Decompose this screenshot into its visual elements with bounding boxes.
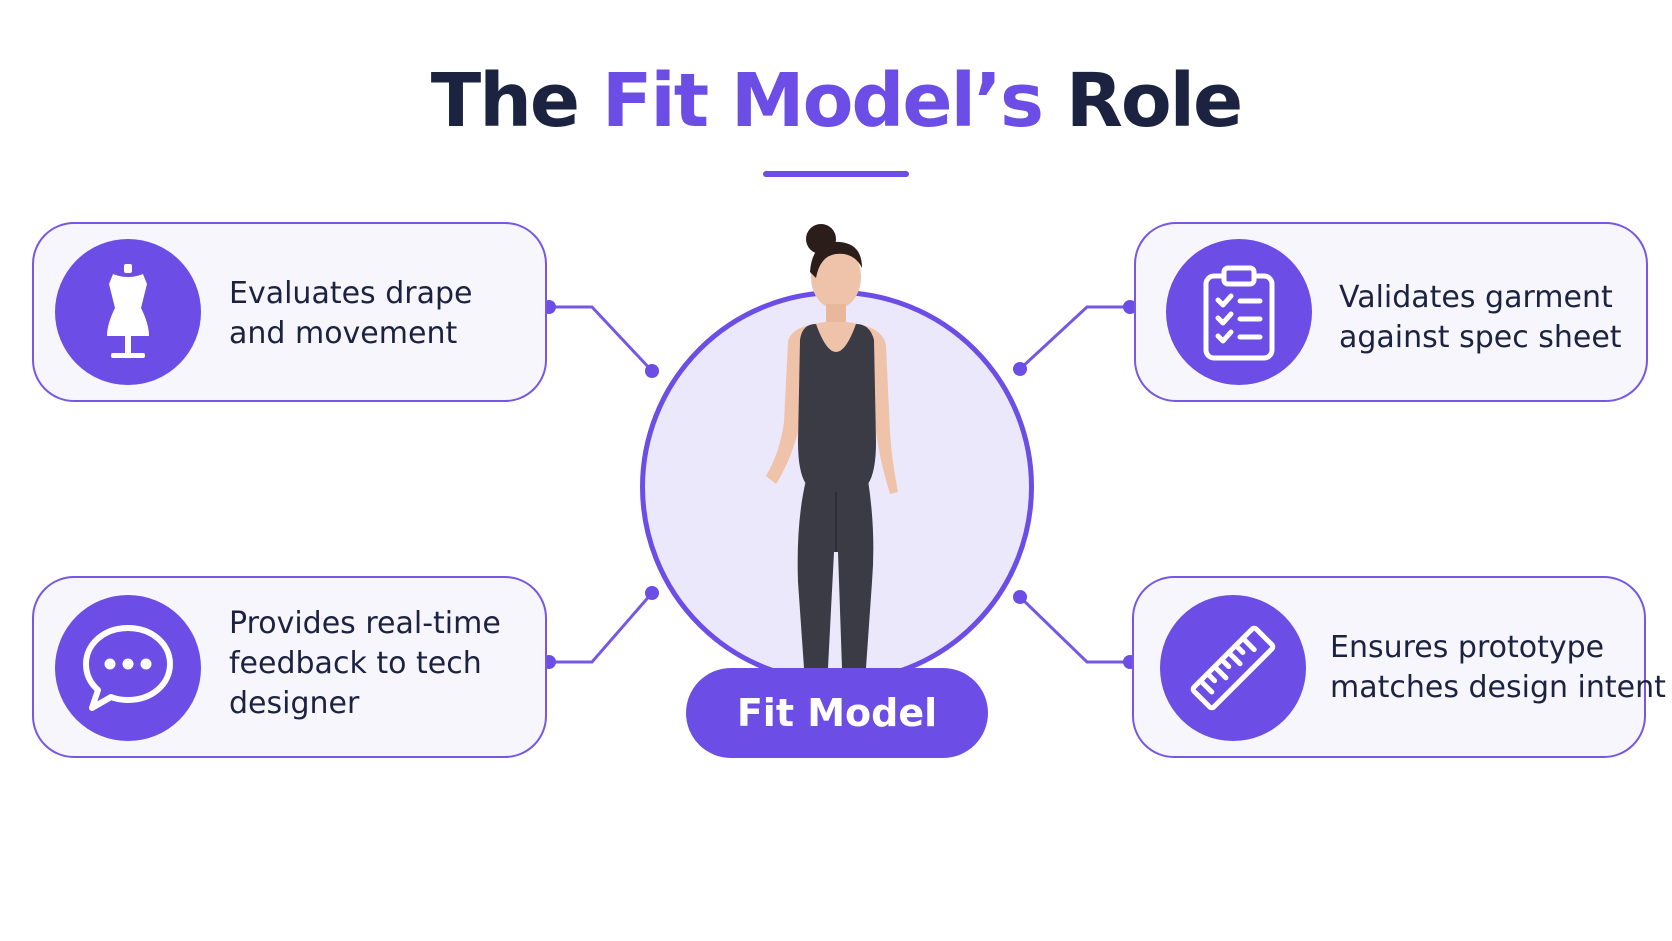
card-evaluates-drape: Evaluates drape and movement bbox=[32, 222, 547, 402]
card-text: Validates garment against spec sheet bbox=[1339, 278, 1622, 358]
fit-model-figure bbox=[766, 224, 898, 668]
card-text: Evaluates drape and movement bbox=[229, 274, 472, 354]
fit-model-label: Fit Model bbox=[686, 668, 988, 758]
card-text-line: matches design intent bbox=[1330, 670, 1666, 705]
title-part-2: Role bbox=[1042, 58, 1243, 144]
title-accent: Fit Model’s bbox=[601, 58, 1044, 144]
card-text-line: Evaluates drape bbox=[229, 276, 473, 311]
title-underline bbox=[763, 171, 909, 177]
card-text: Provides real-time feedback to tech desi… bbox=[229, 604, 501, 724]
chat-bubble-icon bbox=[55, 595, 201, 741]
title-part-1: The bbox=[430, 58, 602, 144]
card-ensures-prototype: Ensures prototype matches design intent bbox=[1132, 576, 1666, 758]
connector-top-left bbox=[547, 305, 654, 373]
connector-bottom-right bbox=[1018, 595, 1132, 664]
ruler-icon bbox=[1160, 595, 1306, 741]
connector-bottom-left bbox=[547, 592, 654, 664]
clipboard-checklist-icon bbox=[1166, 239, 1312, 385]
connector-top-right bbox=[1018, 305, 1132, 371]
dress-form-icon bbox=[55, 239, 201, 385]
card-validates-garment: Validates garment against spec sheet bbox=[1134, 222, 1648, 402]
card-text-line: designer bbox=[229, 686, 360, 721]
card-text-line: Ensures prototype bbox=[1330, 630, 1605, 665]
page-title: The Fit Model’s Role bbox=[0, 58, 1672, 144]
card-text: Ensures prototype matches design intent bbox=[1330, 628, 1666, 708]
card-text-line: feedback to tech bbox=[229, 646, 482, 681]
card-text-line: against spec sheet bbox=[1339, 320, 1622, 355]
card-text-line: and movement bbox=[229, 316, 458, 351]
card-provides-feedback: Provides real-time feedback to tech desi… bbox=[32, 576, 547, 758]
card-text-line: Provides real-time bbox=[229, 606, 501, 641]
card-text-line: Validates garment bbox=[1339, 280, 1613, 315]
